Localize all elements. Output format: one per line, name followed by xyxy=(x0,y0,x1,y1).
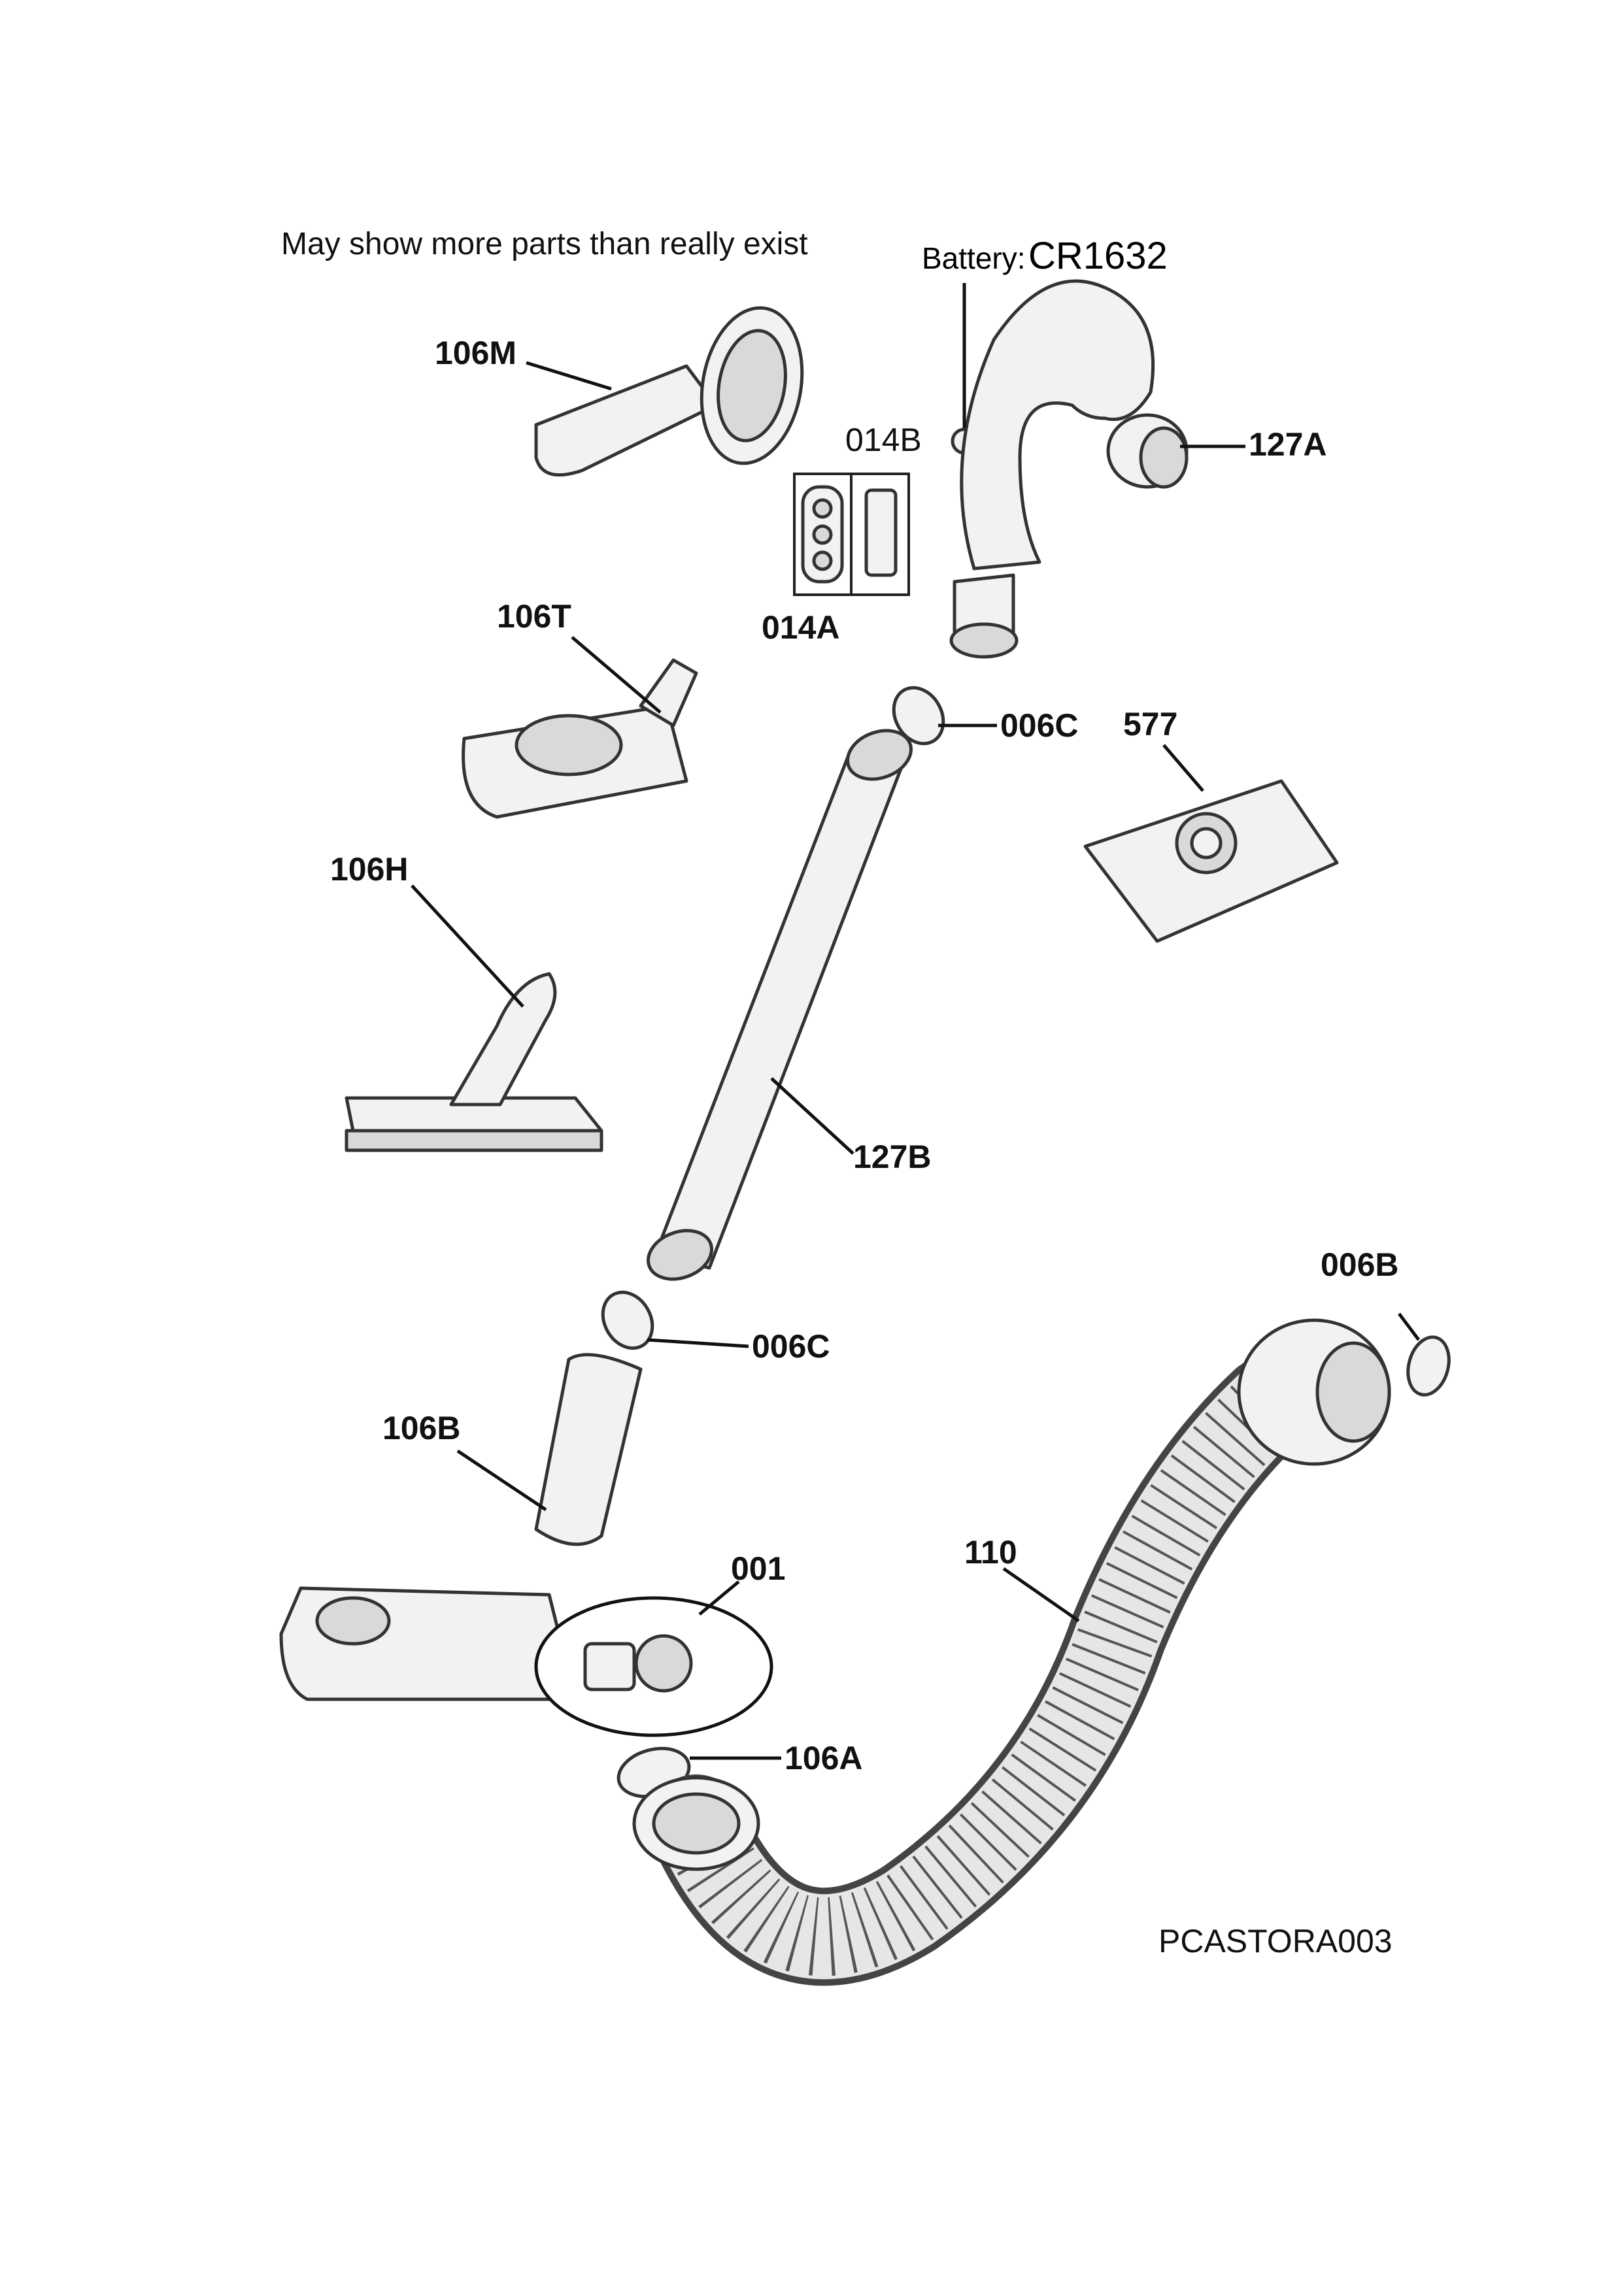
label-014b: 014B xyxy=(845,422,922,458)
part-127a-handle xyxy=(949,279,1189,659)
label-006c-upper: 006C xyxy=(1000,707,1079,744)
part-106b-nozzle xyxy=(279,1353,643,1701)
part-106m-drawing xyxy=(534,306,804,477)
part-006b-seal xyxy=(1406,1335,1451,1397)
part-006c-lower-seal xyxy=(601,1290,654,1350)
label-106m: 106M xyxy=(435,335,517,371)
label-577: 577 xyxy=(1123,706,1178,742)
battery-model: CR1632 xyxy=(1028,235,1168,277)
battery-label: Battery: xyxy=(922,241,1026,275)
battery-label-group: Battery: CR1632 xyxy=(922,234,1168,278)
part-106t-drawing xyxy=(462,658,698,819)
label-127a: 127A xyxy=(1249,426,1327,463)
label-001: 001 xyxy=(731,1550,786,1587)
label-006b: 006B xyxy=(1321,1246,1399,1283)
part-001-inset xyxy=(534,1596,773,1737)
part-014a-panel xyxy=(793,473,910,596)
label-106h: 106H xyxy=(330,851,409,888)
label-127b: 127B xyxy=(853,1139,932,1175)
part-127b-tube xyxy=(647,729,913,1281)
part-110-hose xyxy=(632,1318,1391,1986)
label-106a: 106A xyxy=(785,1740,863,1776)
label-106b: 106B xyxy=(382,1410,461,1446)
label-110: 110 xyxy=(964,1534,1017,1571)
label-106t: 106T xyxy=(497,598,571,635)
drawing-code: PCASTORA003 xyxy=(1158,1923,1393,1959)
part-577-drawing xyxy=(1083,779,1339,943)
label-006c-lower: 006C xyxy=(752,1328,830,1365)
parts-disclaimer: May show more parts than really exist xyxy=(281,227,808,261)
leader-lines xyxy=(411,283,1420,1760)
part-006c-upper-seal xyxy=(892,686,945,746)
part-106h-drawing xyxy=(345,972,603,1152)
label-014a: 014A xyxy=(762,609,840,646)
